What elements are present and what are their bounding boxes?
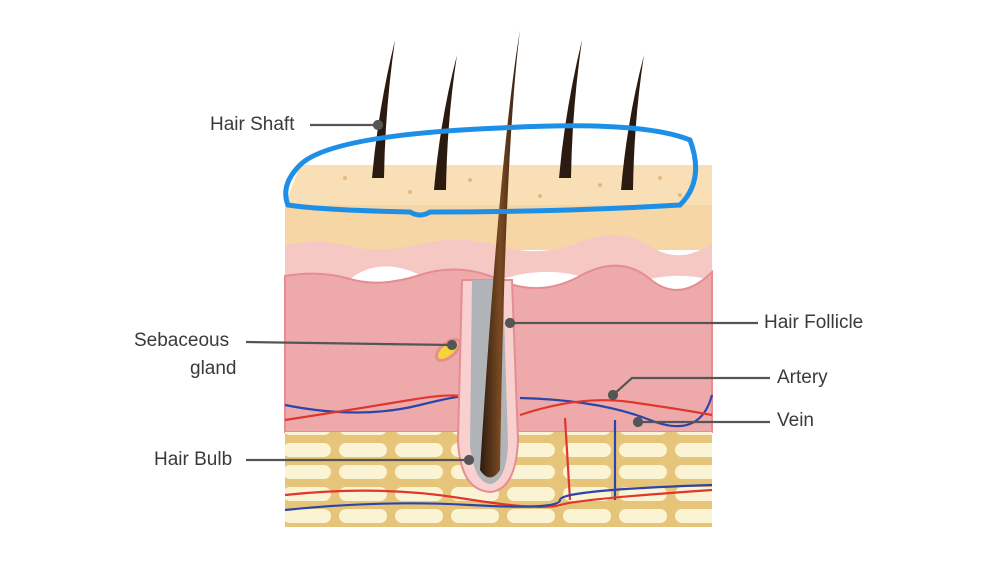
label-hair-shaft: Hair Shaft — [210, 114, 295, 135]
leader-lines — [245, 119, 770, 466]
hair-shaft-main — [480, 30, 520, 478]
surface-hairs — [372, 40, 644, 190]
pores — [343, 176, 682, 198]
label-vein: Vein — [777, 410, 814, 431]
highlight-circle — [283, 123, 699, 218]
label-artery: Artery — [777, 367, 828, 388]
label-sebaceous-line1: Sebaceous — [134, 330, 230, 351]
skin-surface — [285, 165, 712, 205]
label-hair-follicle: Hair Follicle — [764, 312, 864, 333]
label-sebaceous-line2: gland — [190, 358, 237, 379]
label-hair-bulb: Hair Bulb — [154, 449, 233, 470]
